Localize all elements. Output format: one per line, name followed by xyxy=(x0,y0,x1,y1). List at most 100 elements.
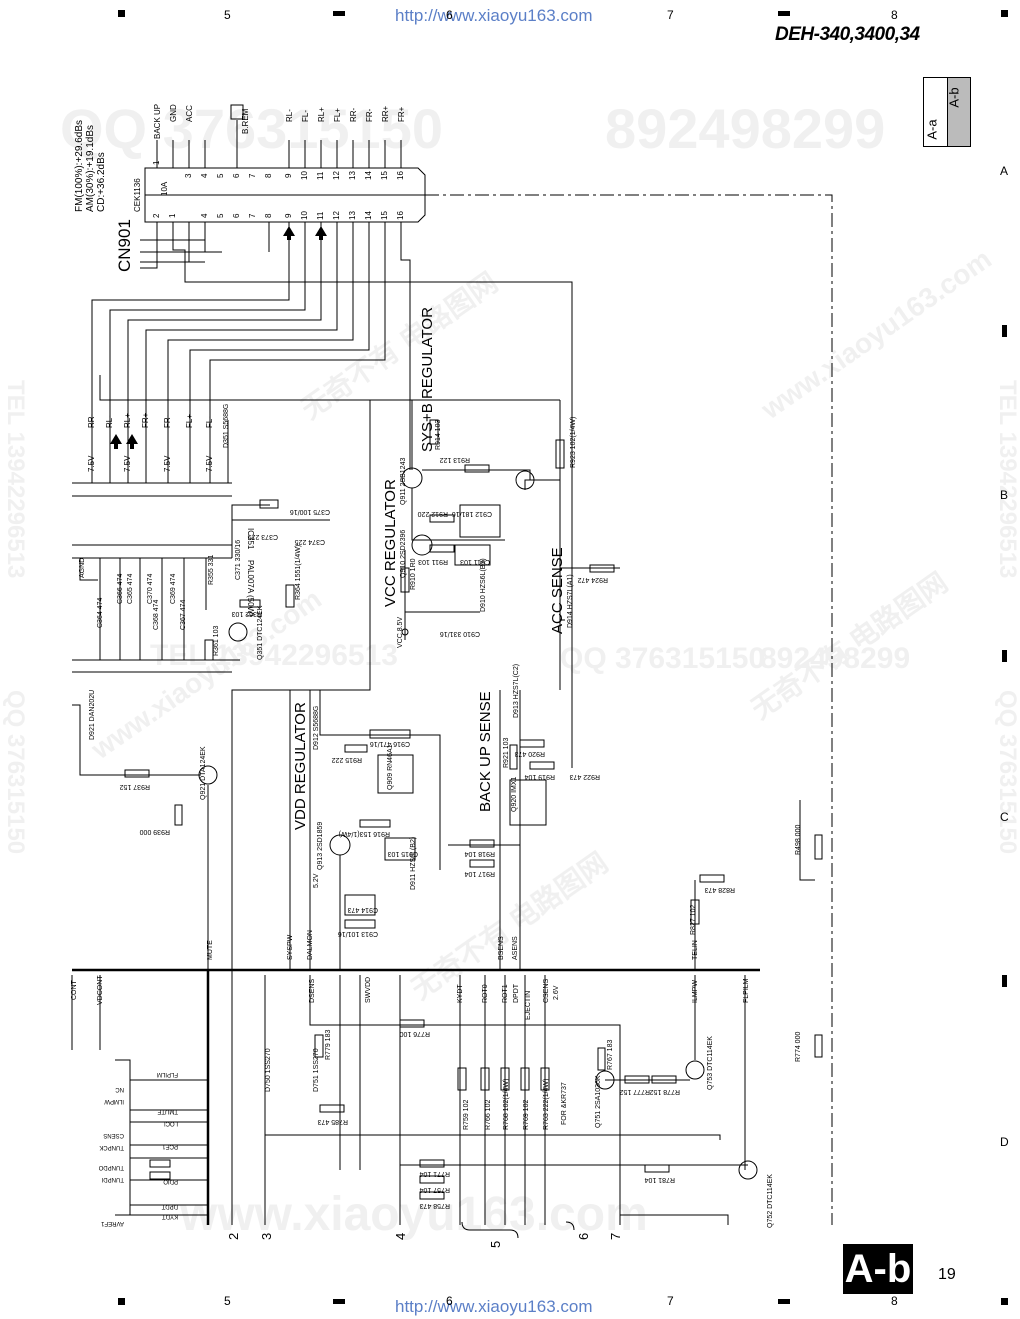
connector-pin-number: 12 xyxy=(332,211,341,220)
capacitor-label: C371 330/16 xyxy=(235,540,242,580)
edge-marker xyxy=(1001,1298,1008,1305)
signal-label: VDCONT xyxy=(97,975,104,1005)
resistor-r774 xyxy=(814,1034,823,1058)
connector-pin-number: 8 xyxy=(264,213,273,218)
amp-output-label: RL- xyxy=(105,415,114,428)
url-top[interactable]: http://www.xiaoyu163.com xyxy=(395,6,593,25)
wire xyxy=(231,400,371,975)
resistor-label: R774 000 xyxy=(795,1032,802,1062)
column-number-7: 7 xyxy=(667,8,674,22)
level-am: AM(30%):+19.1dBs xyxy=(85,125,96,212)
resistor-label: R828 473 xyxy=(705,886,735,893)
part-label: Q921 DTA124EK xyxy=(200,746,207,800)
column-number-8: 8 xyxy=(891,8,898,22)
signal-label: FOR &KR737 xyxy=(561,1082,568,1125)
part-label: Q911 2SB1243 xyxy=(400,458,407,505)
connector-fuse: 10A xyxy=(160,181,169,196)
signal-label: DPDT xyxy=(513,983,520,1003)
resistor-r917 xyxy=(469,859,495,868)
resistor-r362 xyxy=(239,599,261,608)
wire xyxy=(115,1059,131,1216)
watermark-text: QQ 376315150 xyxy=(2,690,29,854)
wire xyxy=(309,975,621,1225)
resistor-r758 xyxy=(419,1191,445,1200)
signal-label: VCC 8.5V xyxy=(397,617,404,648)
resistor-label: R914 103 xyxy=(435,420,442,450)
capacitor-label: C913 101/16 xyxy=(338,930,378,937)
amp-label: IC351 xyxy=(246,528,255,550)
amp-output-label: FR+ xyxy=(141,412,150,428)
edge-marker xyxy=(118,1298,125,1305)
connector-pin-number: 1 xyxy=(152,160,161,165)
capacitor-label: C366 474 xyxy=(117,574,124,604)
amp-output-label: FR- xyxy=(163,414,172,428)
resistor-label: R777 152 xyxy=(620,1088,650,1095)
arrow-icon xyxy=(110,434,122,449)
resistor-label: R918 104 xyxy=(465,850,495,857)
resistor-label: R915 222 xyxy=(332,756,362,763)
capacitor-c911 xyxy=(454,544,491,566)
part-label: D921 DAN202U xyxy=(89,690,96,740)
capacitor-c916 xyxy=(369,729,411,739)
wire xyxy=(620,1214,729,1225)
wire xyxy=(204,222,222,253)
capacitor-label: C374 225 xyxy=(295,538,325,545)
connector-pin-number: 10 xyxy=(300,211,309,220)
resistor-r915 xyxy=(344,744,368,753)
resistor-r771 xyxy=(419,1159,445,1168)
resistor-label: R361 103 xyxy=(213,626,220,656)
resistor-label: R919 104 xyxy=(525,773,555,780)
part-label: D914 HZS7L(A1) xyxy=(567,574,574,628)
url-bottom[interactable]: http://www.xiaoyu163.com xyxy=(395,1297,593,1316)
ic-pin-name: TUNPCK xyxy=(99,1144,124,1150)
wire xyxy=(99,222,411,401)
connector-pin-number: 7 xyxy=(248,173,257,178)
watermark-text: 892498299 xyxy=(605,97,885,160)
ic-pin-name: TUNPDI xyxy=(101,1176,124,1182)
sheet-link: 6 xyxy=(576,1233,591,1240)
watermark-text: 892498299 xyxy=(760,642,910,675)
resistor-label: R776 100 xyxy=(400,1030,430,1037)
edge-bar xyxy=(1002,975,1007,987)
wire xyxy=(189,222,370,400)
amp-voltage: 7.5V xyxy=(87,455,96,472)
part-label: Q909 RN46A1 xyxy=(387,744,394,790)
capacitor-label: C365 474 xyxy=(127,574,134,604)
edge-bar xyxy=(333,11,345,16)
wire xyxy=(72,704,200,776)
resistor-label: R912 220 xyxy=(418,510,448,517)
connector-outline xyxy=(144,167,426,223)
resistor-label: R916 153(1/4W) xyxy=(339,830,390,837)
connector-pin-name: BACK UP xyxy=(153,104,162,139)
ic-pin-name: NC xyxy=(115,1086,124,1092)
connector-pin-number: 9 xyxy=(284,213,293,218)
connector-pin-number: 4 xyxy=(200,213,209,218)
connector-pin-number: 15 xyxy=(380,211,389,220)
part-label: Q910 2SD2396 xyxy=(400,530,407,578)
resistor-r361 xyxy=(204,639,214,661)
sheet-link: 2 xyxy=(226,1233,241,1240)
signal-label: 2.6V xyxy=(553,985,560,1000)
resistor-label: R937 152 xyxy=(120,783,150,790)
connector-pin-number: 2 xyxy=(152,213,161,218)
block-title-backup: BACK UP SENSE xyxy=(477,691,494,812)
resistor-r918 xyxy=(469,839,495,848)
ic-pin-name: CSENS xyxy=(103,1132,124,1138)
resistor-label: R364 1551(1/4W) xyxy=(295,545,302,600)
resistor-label: R771 104 xyxy=(420,1170,450,1177)
wire xyxy=(140,222,158,269)
b-rem-box xyxy=(230,104,244,120)
ic-pin-name: LOCL xyxy=(162,1120,178,1126)
connector-pin-name: RR- xyxy=(349,107,358,122)
edge-bar xyxy=(1002,325,1007,337)
resistor-label: R763 222(1/4W) xyxy=(543,1079,550,1130)
connector-pin-name: FR+ xyxy=(397,106,406,122)
ic-pin-name: DPDT xyxy=(161,1203,178,1209)
signal-label: AGND xyxy=(79,558,86,578)
wire xyxy=(109,222,306,400)
resistor-label: R355 331 xyxy=(208,555,215,585)
capacitor-label: C368 474 xyxy=(153,600,160,630)
signal-label: TELIN xyxy=(692,940,699,960)
column-number-7: 7 xyxy=(667,1294,674,1308)
transistor-q752 xyxy=(738,1160,758,1180)
